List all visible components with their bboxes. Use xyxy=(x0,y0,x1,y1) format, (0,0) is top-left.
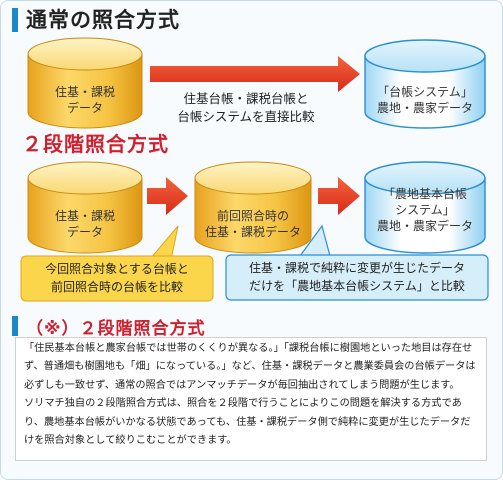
section1-left-db-line2: データ xyxy=(66,101,103,115)
section1-right-cylinder xyxy=(364,39,486,129)
callout-left-line1: 今回照合対象とする台帳と xyxy=(45,262,189,276)
section2-left-db-line1: 住基・課税 xyxy=(54,209,115,223)
callout-right-line1: 住基・課税で純粋に変更が生じたデータ xyxy=(248,261,465,275)
section2-middle-db-line2: 住基・課税データ xyxy=(204,225,301,239)
section2-left-db-line2: データ xyxy=(66,225,103,239)
section2-arrow-2 xyxy=(318,177,360,215)
callout-right-text: 住基・課税で純粋に変更が生じたデータ だけを「農地基本台帳システム」と比較 xyxy=(226,259,488,295)
section2-right-db-line3: 農地・農家データ xyxy=(376,219,473,233)
callout-left-line2: 前回照合時の台帳を比較 xyxy=(50,280,183,294)
section2-right-db-line1: 「農地基本台帳 xyxy=(382,187,467,201)
section1-left-db-line1: 住基・課税 xyxy=(54,85,115,99)
section2-right-cylinder xyxy=(364,161,486,254)
section1-title: 通常の照合方式 xyxy=(26,8,180,32)
section1-arrow-caption-line2: 台帳システムを直接比較 xyxy=(177,109,315,124)
section1-right-db-line1: 「台帳システム」 xyxy=(377,85,473,99)
section2-right-db-label: 「農地基本台帳 システム」 農地・農家データ xyxy=(365,186,485,234)
section1-left-db-label: 住基・課税 データ xyxy=(28,84,142,116)
callout-left-box xyxy=(20,255,214,302)
section2-title: ２段階照合方式 xyxy=(22,132,169,156)
section2-left-db-label: 住基・課税 データ xyxy=(28,208,142,240)
callout-right-line2: だけを「農地基本台帳システム」と比較 xyxy=(249,279,465,293)
section2-middle-cylinder xyxy=(194,161,312,254)
section2-left-cylinder xyxy=(27,161,143,254)
section1-arrow xyxy=(150,56,360,92)
note-box: 「住民基本台帳と農家台帳では世帯のくくりが異なる。」「課税台帳に樹園地といった地… xyxy=(15,337,487,461)
section1-arrow-caption: 住基台帳・課税台帳と 台帳システムを直接比較 xyxy=(160,90,332,126)
note-accent-bar xyxy=(12,316,18,336)
section1-left-cylinder xyxy=(27,37,143,129)
note-title: （※）２段階照合方式 xyxy=(26,319,206,339)
section2-middle-db-line1: 前回照合時の xyxy=(216,209,289,223)
section1-right-db-label: 「台帳システム」 農地・農家データ xyxy=(365,84,485,116)
section2-right-db-line2: システム」 xyxy=(395,203,455,217)
section2-middle-db-label: 前回照合時の 住基・課税データ xyxy=(195,208,311,240)
section1-right-db-line2: 農地・農家データ xyxy=(376,101,473,115)
note-paragraph-1: 「住民基本台帳と農家台帳では世帯のくくりが異なる。」「課税台帳に樹園地といった地… xyxy=(24,343,476,391)
section2-arrow-1 xyxy=(147,177,188,215)
section1-arrow-caption-line1: 住基台帳・課税台帳と xyxy=(183,91,309,106)
section1-accent-bar xyxy=(12,8,18,32)
callout-left-text: 今回照合対象とする台帳と 前回照合時の台帳を比較 xyxy=(21,260,213,296)
note-paragraph-2: ソリマチ独自の２段階照合方式は、照合を２段階で行うことによりこの問題を解決する方… xyxy=(24,398,471,447)
callout-right-box xyxy=(225,254,489,301)
